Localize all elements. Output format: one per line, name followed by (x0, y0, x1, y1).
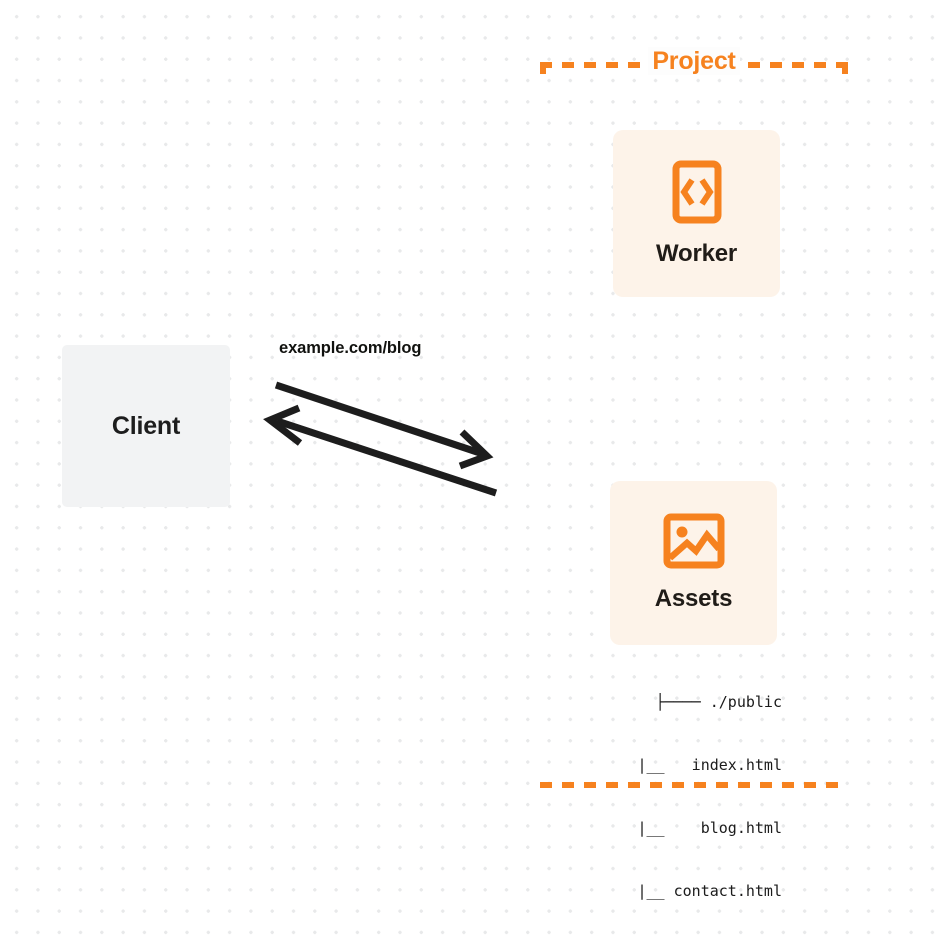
request-arrow-head (458, 429, 494, 470)
response-arrow-line (275, 417, 498, 497)
node-assets[interactable]: Assets (610, 481, 777, 645)
project-border-left (540, 62, 546, 788)
file-tree-row: |__ contact.html (601, 882, 782, 900)
file-tree-row: |__ index.html (601, 756, 782, 774)
project-border-right (842, 62, 848, 788)
assets-label: Assets (654, 585, 733, 612)
file-tree-row: |__ blog.html (601, 819, 782, 837)
node-worker[interactable]: Worker (613, 130, 780, 297)
code-brackets-icon (672, 160, 721, 223)
project-border-top-right (748, 62, 848, 68)
project-border-top-left (540, 62, 640, 68)
assets-file-tree: ├──── ./public |__ index.html |__ blog.h… (560, 650, 782, 944)
request-arrow-line (274, 381, 485, 458)
client-label: Client (111, 411, 181, 440)
project-title: Project (540, 47, 848, 76)
connection-label: example.com/blog (279, 339, 422, 357)
image-icon (663, 513, 724, 569)
response-arrow-head (263, 404, 303, 446)
node-client[interactable]: Client (62, 345, 230, 507)
worker-label: Worker (655, 239, 738, 267)
diagram-canvas: Client example.com/blog Project Worker (62, 47, 848, 900)
file-tree-row: ├──── ./public (655, 693, 782, 711)
project-border-bottom (540, 782, 848, 788)
project-title-text: Project (648, 47, 740, 75)
project-container[interactable]: Project (540, 47, 848, 788)
